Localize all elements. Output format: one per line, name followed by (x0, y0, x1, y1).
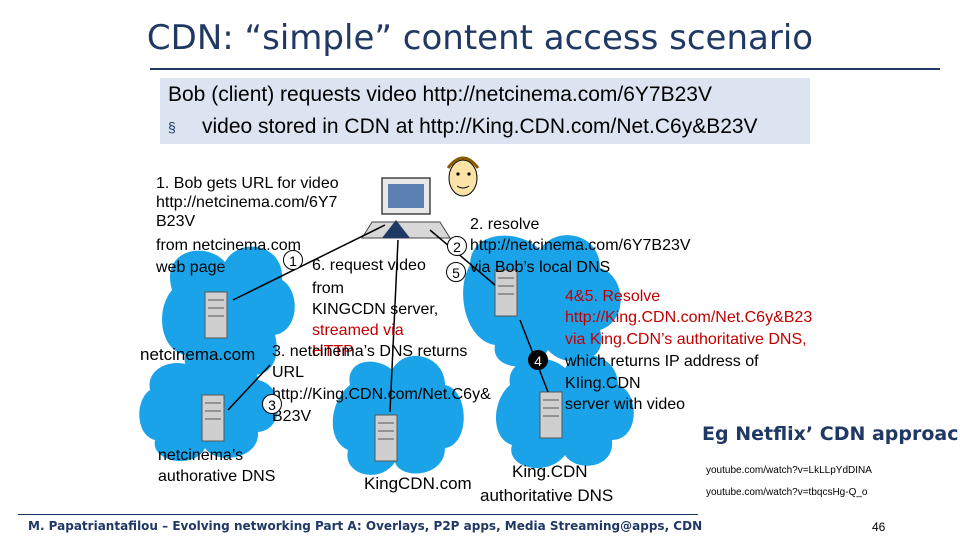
step-1-line-1: 1. Bob gets URL for video (156, 175, 339, 192)
title-divider (150, 68, 940, 70)
local-dns-server-icon (494, 269, 518, 317)
step-1-line-5: web page (156, 259, 226, 276)
kingcdn-cloud (332, 355, 464, 475)
arrow-3 (227, 364, 271, 411)
netcinema-server-icon (204, 291, 228, 339)
step-1-line-2: http://netcinema.com/6Y7 (156, 194, 338, 211)
step-45-line-1: http://King.CDN.com/Net.C6y&B23 (565, 309, 813, 326)
footer-divider (18, 514, 698, 515)
netcinema-dns-label-1: netcinema’s (158, 447, 244, 464)
step-2-line-3: via Bob’s local DNS (470, 259, 611, 276)
netcinema-label: netcinema.com (140, 345, 256, 364)
netcinema-dns-label-2: authorative DNS (158, 468, 276, 485)
netcinema-dns-server-icon (201, 394, 225, 442)
intro-line-1: Bob (client) requests video http://netci… (168, 83, 712, 106)
page-number: 46 (872, 520, 886, 534)
step-6-line-5: HTTP (312, 343, 354, 360)
step-3-line-2: URL (272, 364, 305, 381)
step-6-line-4: streamed via (312, 322, 404, 339)
step-45-line-5: server with video (565, 396, 686, 413)
step-6-line-3: KINGCDN server, (312, 301, 439, 318)
bob-face-icon (446, 156, 480, 197)
step-1-line-4: from netcinema.com (156, 237, 301, 254)
step-1-line-3: B23V (156, 213, 196, 230)
step-3-line-1: 3. netcinema’s DNS returns (272, 343, 468, 360)
step-45-line-4: KIing.CDN (565, 375, 641, 392)
youtube-link-1[interactable]: youtube.com/watch?v=LkLLpYdDINA (706, 465, 872, 476)
kingcdn-server-icon (374, 414, 398, 462)
bullet-icon: § (168, 119, 176, 135)
kingcdn-dns-server-icon (539, 391, 563, 439)
step-3-line-4: B23V (272, 408, 312, 425)
arrow-2 (429, 229, 496, 286)
step-4-marker: 4 (528, 350, 548, 370)
slide-title: CDN: “simple” content access scenario (146, 18, 814, 58)
right-lower-cloud (496, 355, 634, 469)
step-3-line-3: http://King.CDN.com/Net.C6y& (272, 386, 491, 403)
kingcdn-dns-label-2: authoritative DNS (480, 486, 614, 505)
step-2-line-1: 2. resolve (470, 216, 540, 233)
intro-box (160, 78, 810, 144)
kingcdn-label: KingCDN.com (364, 474, 472, 493)
step-5-marker: 5 (446, 262, 466, 282)
arrow-6-head (382, 220, 410, 238)
kingcdn-dns-label-1: King.CDN (512, 462, 588, 481)
step-45-line-3: which returns IP address of (565, 353, 759, 370)
arrow-1 (232, 224, 386, 301)
step-2-marker: 2 (447, 236, 467, 256)
netcinema-cloud (162, 246, 295, 382)
eg-netflix-label: Eg Netflix’ CDN approach (702, 423, 960, 445)
intro-line-2: video stored in CDN at http://King.CDN.c… (202, 115, 758, 138)
step-6-line-1: 6. request video (312, 257, 426, 274)
step-6-line-2: from (312, 280, 344, 297)
step-2-line-2: http://netcinema.com/6Y7B23V (470, 237, 691, 254)
step-45-title: 4&5. Resolve (565, 288, 661, 305)
step-3-marker: 3 (262, 394, 282, 414)
kingcdn-dns-cloud (463, 235, 621, 367)
step-45-line-2: via King.CDN’s authoritative DNS, (565, 331, 807, 348)
step-1-marker: 1 (283, 250, 303, 270)
arrow-6 (389, 239, 399, 413)
footer-text: M. Papatriantafilou – Evolving networkin… (28, 519, 703, 533)
youtube-link-2[interactable]: youtube.com/watch?v=tbqcsHg-Q_o (706, 487, 868, 498)
